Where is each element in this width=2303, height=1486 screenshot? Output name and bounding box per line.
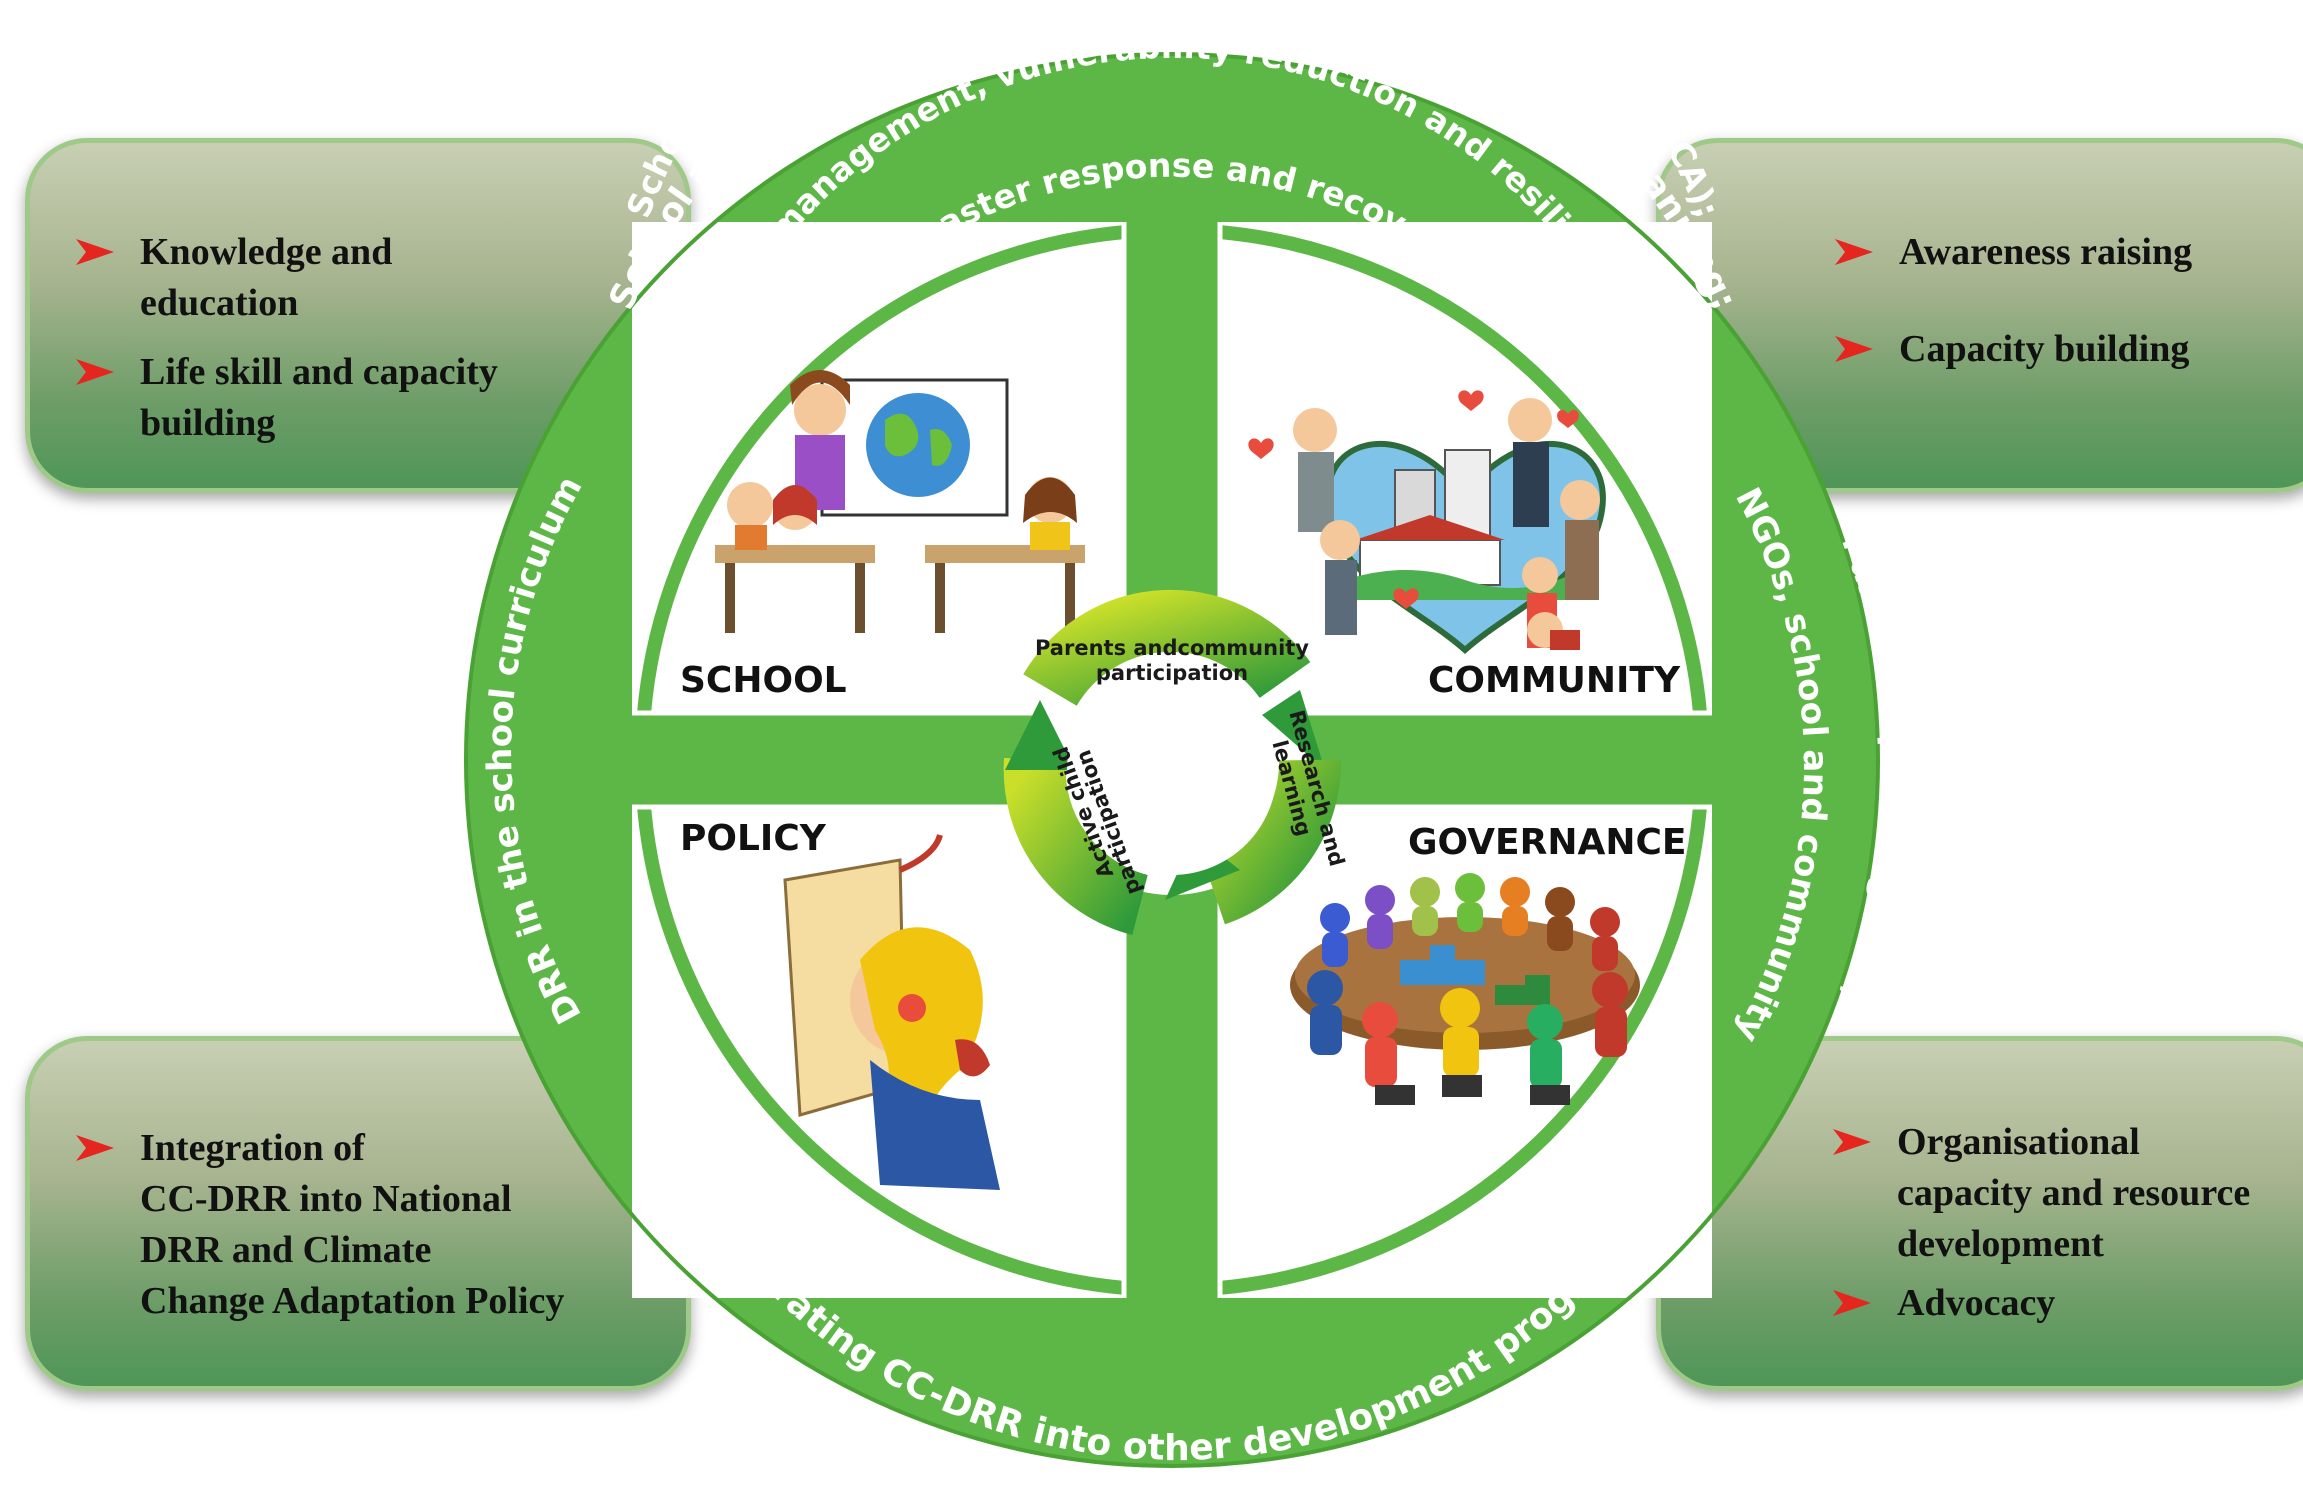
red-arrow-icon bbox=[1833, 1129, 1871, 1155]
community-illustration bbox=[1248, 390, 1606, 655]
list-item: Integration of CC-DRR into National DRR … bbox=[74, 1123, 564, 1327]
red-arrow-icon bbox=[1833, 1290, 1871, 1316]
list-item: Advocacy bbox=[1831, 1278, 2250, 1329]
red-arrow-icon bbox=[1835, 336, 1873, 362]
item-line: Knowledge and bbox=[140, 231, 393, 273]
item-line: Organisational bbox=[1897, 1121, 2140, 1163]
ring-outline bbox=[464, 52, 1880, 1468]
quadrant-label-governance: GOVERNANCE bbox=[1408, 822, 1687, 863]
cycle-label-top-2: participation bbox=[1096, 661, 1248, 685]
list-item: Organisational capacity and resource dev… bbox=[1831, 1117, 2250, 1270]
box-bottom-right-list: Organisational capacity and resource dev… bbox=[1831, 1117, 2250, 1347]
cycle-label-top-1: Parents andcommunity bbox=[1035, 636, 1309, 660]
item-line: Awareness raising bbox=[1899, 231, 2193, 273]
governance-illustration bbox=[1290, 873, 1640, 1105]
policy-illustration bbox=[783, 834, 1000, 1190]
item-line: Capacity building bbox=[1899, 328, 2190, 370]
list-item: Capacity building bbox=[1833, 324, 2192, 375]
box-bottom-left-list: Integration of CC-DRR into National DRR … bbox=[74, 1123, 564, 1345]
item-line: Change Adaptation Policy bbox=[140, 1280, 565, 1322]
red-arrow-icon bbox=[76, 1135, 114, 1161]
item-line: education bbox=[140, 282, 299, 324]
list-item: Life skill and capacity building bbox=[74, 347, 498, 449]
red-arrow-icon bbox=[76, 239, 114, 265]
item-line: development bbox=[1897, 1223, 2104, 1265]
item-line: Advocacy bbox=[1897, 1282, 2056, 1324]
red-arrow-icon bbox=[1835, 239, 1873, 265]
box-top-left: Knowledge and education Life skill and c… bbox=[25, 138, 691, 493]
item-line: CC-DRR into National bbox=[140, 1178, 512, 1220]
list-item: Awareness raising bbox=[1833, 227, 2192, 278]
red-arrow-icon bbox=[76, 359, 114, 385]
item-line: Integration of bbox=[140, 1127, 365, 1169]
box-top-left-list: Knowledge and education Life skill and c… bbox=[74, 227, 498, 467]
quadrant-label-policy: POLICY bbox=[680, 818, 826, 859]
item-line: building bbox=[140, 402, 276, 444]
item-line: Life skill and capacity bbox=[140, 351, 498, 393]
box-top-right-list: Awareness raising Capacity building bbox=[1833, 227, 2192, 393]
box-top-right: Awareness raising Capacity building bbox=[1656, 138, 2303, 493]
quadrant-label-school: SCHOOL bbox=[680, 660, 847, 701]
quadrant-label-community: COMMUNITY bbox=[1428, 660, 1681, 701]
item-line: DRR and Climate bbox=[140, 1229, 432, 1271]
central-cycle bbox=[1003, 589, 1341, 936]
school-illustration bbox=[715, 370, 1085, 633]
item-line: capacity and resource bbox=[1897, 1172, 2251, 1214]
list-item: Knowledge and education bbox=[74, 227, 498, 329]
